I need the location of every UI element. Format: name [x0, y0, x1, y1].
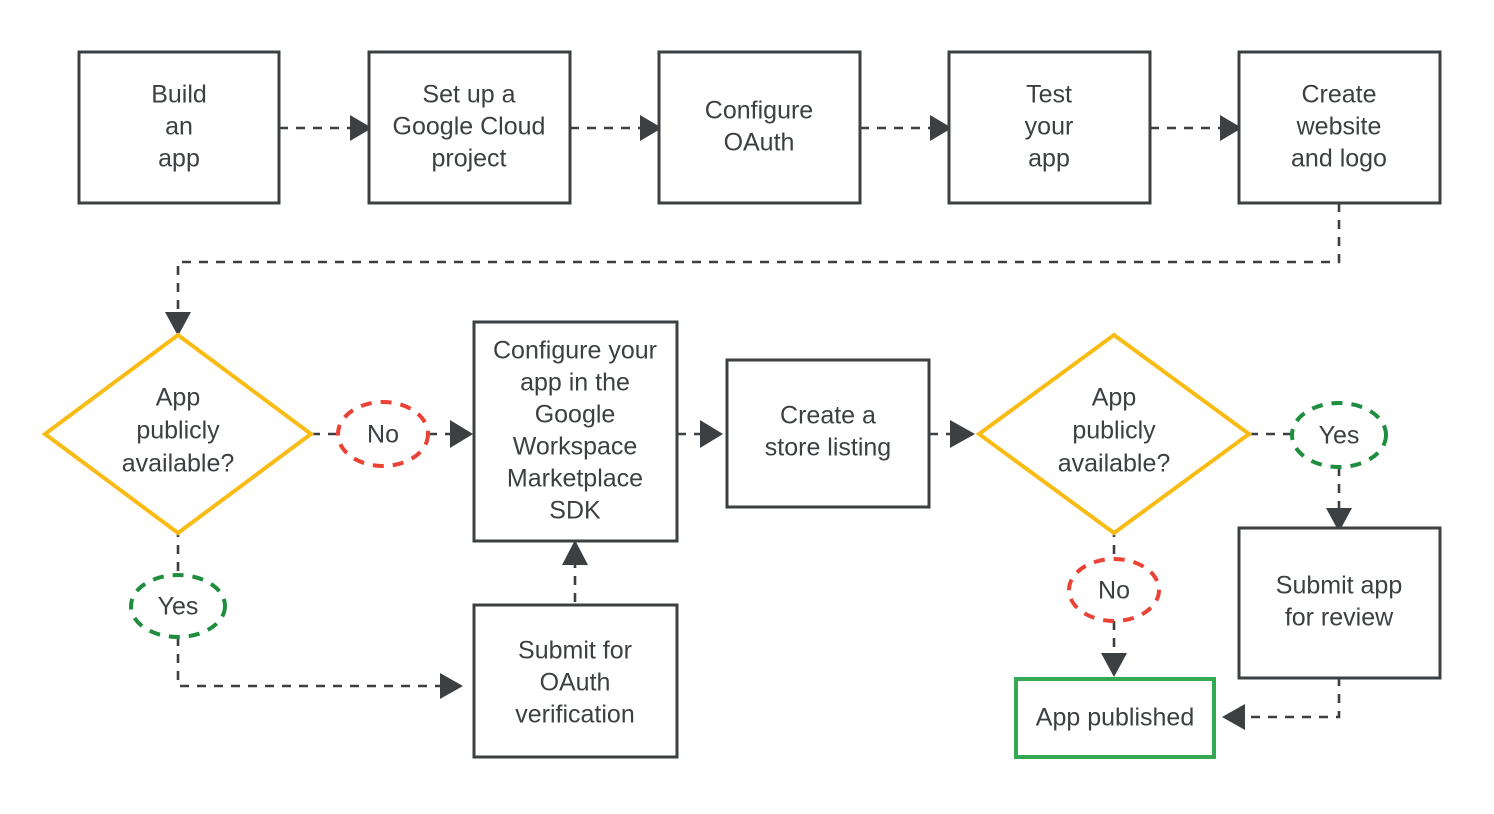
- node-create-a-store-listing-line-1: Create a: [780, 402, 876, 430]
- node-set-up-google-cloud-project[interactable]: Set up a Google Cloud project: [367, 50, 572, 205]
- node-submit-app-for-review-shape: [1237, 526, 1442, 680]
- arrowhead-to-oauth-verify: [440, 673, 463, 699]
- edge-submit-review-to-app-published: [1245, 677, 1341, 719]
- node-create-website-and-logo-line-2: website: [1296, 113, 1382, 141]
- node-decision-left-line-3: available?: [122, 450, 235, 478]
- arrowhead-left-to-app-published: [1222, 704, 1245, 730]
- node-decision-app-publicly-available-left[interactable]: App publicly available?: [41, 332, 315, 536]
- arrowhead-to-decision-left: [165, 312, 191, 336]
- node-configure-oauth-shape: [657, 50, 862, 205]
- node-submit-oauth-line-3: verification: [515, 701, 635, 729]
- node-test-your-app-line-3: app: [1028, 145, 1070, 173]
- node-create-a-store-listing-line-2: store listing: [765, 434, 891, 462]
- node-set-up-google-cloud-project-line-1: Set up a: [422, 81, 515, 109]
- node-create-a-store-listing[interactable]: Create a store listing: [725, 358, 931, 509]
- node-build-an-app-line-1: Build: [151, 81, 207, 109]
- edge-label-yes-left-text: Yes: [158, 593, 199, 621]
- node-configure-sdk-line-1: Configure your: [493, 337, 657, 365]
- node-submit-for-oauth-verification[interactable]: Submit for OAuth verification: [472, 603, 679, 759]
- node-create-website-and-logo[interactable]: Create website and logo: [1237, 50, 1442, 205]
- node-submit-app-for-review[interactable]: Submit app for review: [1237, 526, 1442, 680]
- node-configure-sdk-line-2: app in the: [520, 369, 630, 397]
- node-set-up-google-cloud-project-line-2: Google Cloud: [393, 113, 546, 141]
- node-app-published[interactable]: App published: [1014, 677, 1216, 759]
- node-decision-app-publicly-available-left-shape: [41, 332, 315, 536]
- edge-label-no-right-ellipse: [1067, 557, 1161, 623]
- edge-yes-label-to-oauth-verify: [176, 637, 440, 688]
- edge-label-no-left-text: No: [367, 421, 399, 449]
- node-build-an-app[interactable]: Build an app: [77, 50, 281, 205]
- arrowhead-to-configure-oauth: [640, 115, 662, 141]
- node-configure-app-marketplace-sdk[interactable]: Configure your app in the Google Workspa…: [472, 320, 679, 543]
- node-submit-oauth-line-2: OAuth: [540, 669, 611, 697]
- node-configure-sdk-line-6: SDK: [549, 497, 601, 525]
- node-decision-right-line-3: available?: [1058, 450, 1171, 478]
- node-build-an-app-line-3: app: [158, 145, 200, 173]
- node-test-your-app-shape: [947, 50, 1152, 205]
- node-configure-app-marketplace-sdk-shape: [472, 320, 679, 543]
- edge-label-yes-right-ellipse: [1290, 401, 1388, 469]
- node-decision-app-publicly-available-right-shape: [975, 332, 1253, 536]
- edge-label-no-right-text: No: [1098, 577, 1130, 605]
- node-decision-left-line-2: publicly: [136, 417, 220, 445]
- edge-label-yes-right-text: Yes: [1319, 422, 1360, 450]
- arrowhead-to-test-app: [930, 115, 952, 141]
- node-decision-app-publicly-available-right[interactable]: App publicly available?: [975, 332, 1253, 536]
- edge-label-no-left: No: [336, 400, 430, 468]
- node-create-website-and-logo-line-3: and logo: [1291, 145, 1387, 173]
- edge-label-yes-right: Yes: [1290, 401, 1388, 469]
- node-configure-sdk-line-5: Marketplace: [507, 465, 643, 493]
- node-create-website-and-logo-line-1: Create: [1301, 81, 1376, 109]
- node-set-up-google-cloud-project-shape: [367, 50, 572, 205]
- arrowhead-to-submit-review: [1326, 508, 1352, 532]
- arrowhead-to-store-listing: [700, 420, 723, 448]
- edge-website-logo-to-decision-left: [176, 203, 1341, 312]
- node-configure-oauth[interactable]: Configure OAuth: [657, 50, 862, 205]
- node-test-your-app-line-2: your: [1025, 113, 1074, 141]
- node-app-published-shape: [1014, 677, 1216, 759]
- arrowhead-to-website-logo: [1220, 115, 1242, 141]
- node-app-published-label: App published: [1036, 704, 1194, 732]
- edge-label-no-left-ellipse: [336, 400, 430, 468]
- node-build-an-app-line-2: an: [165, 113, 193, 141]
- node-decision-right-line-1: App: [1092, 384, 1136, 412]
- node-submit-app-for-review-line-2: for review: [1285, 604, 1394, 632]
- node-decision-right-line-2: publicly: [1072, 417, 1156, 445]
- node-create-a-store-listing-shape: [725, 358, 931, 509]
- node-decision-left-line-1: App: [156, 384, 200, 412]
- node-configure-oauth-line-2: OAuth: [724, 129, 795, 157]
- arrowhead-to-app-published: [1101, 653, 1127, 677]
- arrowhead-to-gcp-project: [350, 115, 372, 141]
- node-configure-sdk-line-4: Workspace: [513, 433, 638, 461]
- arrowhead-to-configure-sdk: [450, 420, 473, 448]
- arrowhead-to-decision-right: [950, 420, 975, 448]
- arrowhead-up-to-configure-sdk: [562, 540, 588, 565]
- node-set-up-google-cloud-project-line-3: project: [431, 145, 506, 173]
- node-test-your-app-line-1: Test: [1026, 81, 1072, 109]
- edge-label-no-right: No: [1067, 557, 1161, 623]
- node-configure-sdk-line-3: Google: [535, 401, 616, 429]
- node-test-your-app[interactable]: Test your app: [947, 50, 1152, 205]
- node-create-website-and-logo-shape: [1237, 50, 1442, 205]
- node-submit-for-oauth-verification-shape: [472, 603, 679, 759]
- node-submit-oauth-line-1: Submit for: [518, 637, 632, 665]
- node-configure-oauth-line-1: Configure: [705, 97, 813, 125]
- edge-label-yes-left: Yes: [129, 573, 227, 639]
- node-submit-app-for-review-line-1: Submit app: [1276, 572, 1402, 600]
- connectors-layer: [165, 115, 1352, 730]
- edge-label-yes-left-ellipse: [129, 573, 227, 639]
- node-build-an-app-shape: [77, 50, 281, 205]
